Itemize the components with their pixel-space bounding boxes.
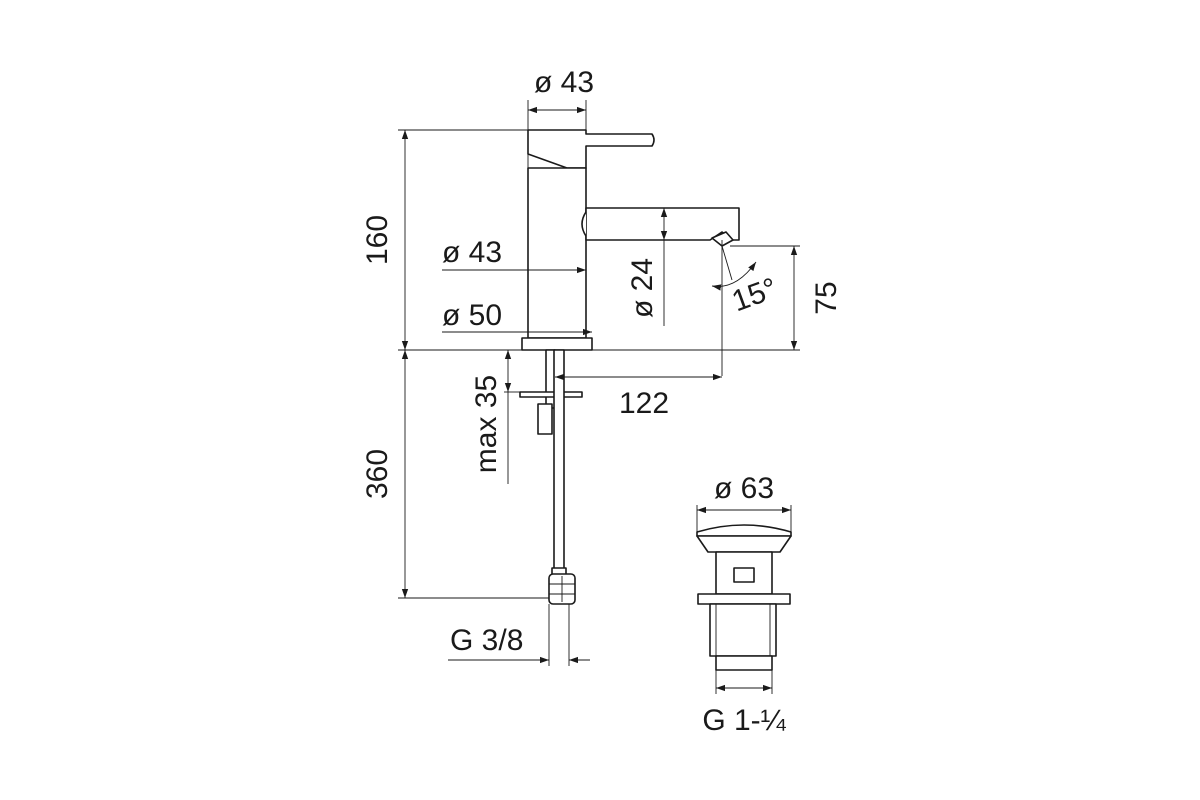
faucet-spout (585, 207, 740, 241)
waste-flange (696, 535, 792, 553)
spout-angle-label: 15° (728, 272, 782, 319)
waste-dimensions: ø 63 G 1-¼ (696, 472, 792, 737)
waste-slot (733, 567, 755, 583)
inlet-thread-label: G 3/8 (450, 624, 523, 657)
flexible-hose (553, 349, 565, 573)
waste-locknut (697, 593, 791, 605)
waste-tail (709, 603, 777, 657)
faucet-base (521, 337, 593, 351)
fixing-nut (537, 403, 553, 435)
base-diameter-label: ø 50 (442, 299, 502, 332)
lever-handle (527, 129, 655, 169)
body-diameter-label: ø 43 (442, 236, 502, 269)
faucet-dimensions: ø 43 160 ø 43 ø 50 ø 24 15° 75 122 (361, 66, 843, 666)
faucet-body (527, 167, 587, 339)
height-label: 160 (361, 215, 394, 265)
spout-diameter-label: ø 24 (626, 258, 659, 318)
spout-height-label: 75 (810, 281, 843, 314)
spout-aerator (711, 231, 734, 247)
waste-cap (696, 524, 792, 537)
waste-diameter-label: ø 63 (714, 472, 774, 505)
faucet-drawing (519, 129, 740, 605)
waste-drawing (696, 524, 792, 671)
fixing-washer (519, 391, 583, 398)
waste-thread-label: G 1-¼ (702, 704, 786, 737)
top-diameter-label: ø 43 (534, 66, 594, 99)
max-thickness-label: max 35 (470, 375, 503, 473)
spout-reach-label: 122 (619, 387, 669, 420)
length-label: 360 (361, 449, 394, 499)
hose-connector (548, 567, 576, 605)
waste-thread (715, 655, 773, 671)
